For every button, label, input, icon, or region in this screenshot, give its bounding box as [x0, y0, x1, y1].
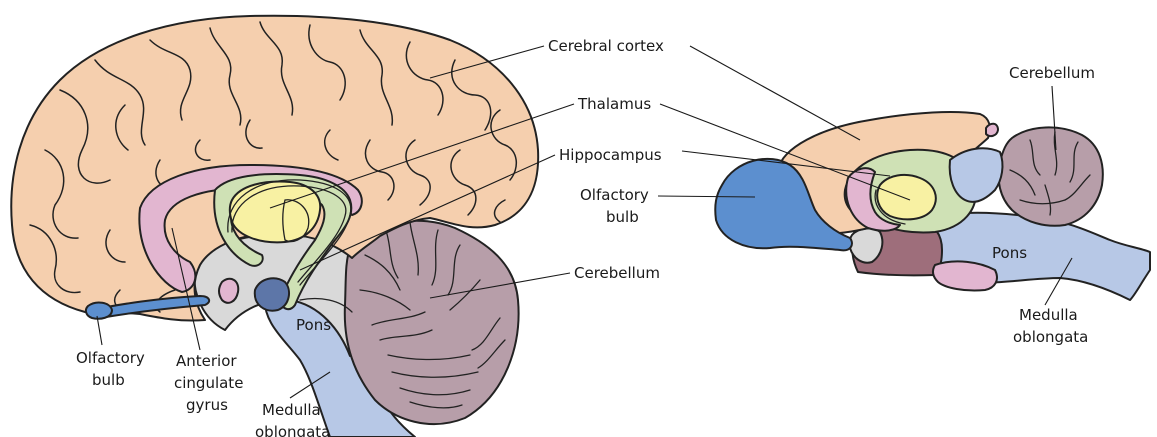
rodent-colliculus — [950, 148, 1003, 202]
human-cerebellum — [345, 221, 519, 424]
label-cerebral-cortex: Cerebral cortex — [548, 37, 664, 55]
label-rodent-medulla-2: oblongata — [1013, 328, 1088, 346]
label-cerebellum: Cerebellum — [574, 264, 660, 282]
label-hippocampus: Hippocampus — [559, 146, 662, 164]
human-brain: Cerebral cortex Thalamus Hippocampus Cer… — [11, 16, 664, 437]
label-rodent-olfactory-1: Olfactory — [580, 186, 649, 204]
rodent-thalamus — [877, 175, 936, 219]
label-pons: Pons — [296, 316, 331, 334]
human-olfactory-bulb — [86, 303, 112, 319]
human-amygdala — [255, 278, 289, 310]
label-rodent-olfactory-2: bulb — [606, 208, 639, 226]
rodent-pink-lower — [933, 261, 997, 290]
label-thalamus: Thalamus — [577, 95, 651, 113]
rodent-brain: Cerebellum Olfactory bulb Pons Medulla o… — [580, 46, 1150, 346]
rodent-cortex-nub — [986, 124, 998, 136]
label-cingulate-2: cingulate — [174, 374, 243, 392]
label-medulla-2: oblongata — [255, 423, 330, 437]
label-cingulate-3: gyrus — [186, 396, 228, 414]
label-olfactory-2: bulb — [92, 371, 125, 389]
label-rodent-medulla-1: Medulla — [1019, 306, 1078, 324]
label-cingulate-1: Anterior — [176, 352, 237, 370]
label-rodent-pons: Pons — [992, 244, 1027, 262]
label-olfactory-1: Olfactory — [76, 349, 145, 367]
label-rodent-cerebellum: Cerebellum — [1009, 64, 1095, 82]
human-septal-area — [219, 279, 238, 303]
rodent-gray-area — [850, 228, 883, 262]
label-medulla-1: Medulla — [262, 401, 321, 419]
